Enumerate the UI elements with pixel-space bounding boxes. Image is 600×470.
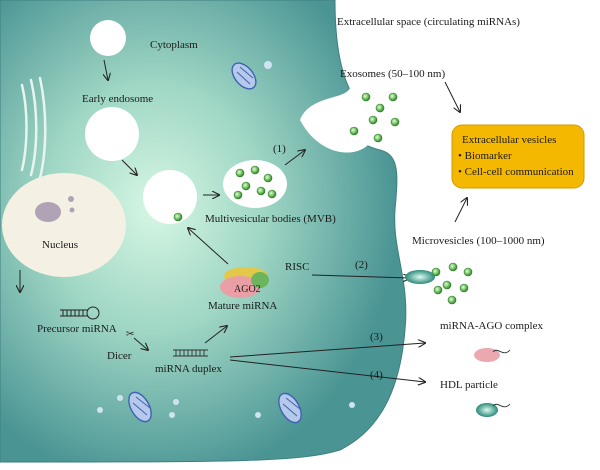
ago2-complex-icon [220, 267, 269, 298]
label-exosomes: Exosomes (50–100 nm) [340, 68, 445, 80]
endocytic-vesicle [90, 20, 126, 56]
vesicle-icon [173, 212, 183, 222]
early-endosome [85, 107, 139, 161]
scissors-icon: ✂ [126, 329, 134, 340]
label-mature: Mature miRNA [208, 300, 277, 312]
label-dicer: Dicer [107, 350, 132, 362]
label-cytoplasm: Cytoplasm [150, 39, 198, 51]
label-ago-complex: miRNA-AGO complex [440, 320, 543, 332]
hdl-particle-icon [476, 403, 511, 417]
microvesicle [405, 270, 435, 284]
label-precursor: Precursor miRNA [37, 323, 117, 335]
label-step4: (4) [370, 369, 383, 381]
golgi-icon [20, 76, 47, 180]
mirna-ago-complex-icon [474, 348, 511, 362]
label-mvb: Multivesicular bodies (MVB) [205, 213, 336, 225]
exosomes-group [349, 92, 400, 143]
mitochondrion-icon-2 [128, 391, 152, 423]
label-risc: RISC [285, 261, 309, 273]
label-step1: (1) [273, 143, 286, 155]
microvesicle-cargo [431, 262, 473, 305]
label-hdl: HDL particle [440, 379, 498, 391]
extracellular-vesicles-box [451, 124, 585, 189]
label-microvesicles: Microvesicles (100–1000 nm) [412, 235, 545, 247]
mvb-vesicles [233, 165, 277, 200]
label-early-endosome: Early endosome [82, 93, 153, 105]
cytoplasm-dots [97, 61, 355, 418]
late-endosome [143, 170, 197, 224]
label-duplex: miRNA duplex [155, 363, 222, 375]
label-extracellular: Extracellular space (circulating miRNAs) [337, 16, 520, 28]
label-nucleus: Nucleus [42, 239, 78, 251]
box-item-biomarker: • Biomarker [458, 150, 512, 162]
box-title: Extracellular vesicles [462, 134, 556, 146]
label-step3: (3) [370, 331, 383, 343]
nucleus [2, 173, 126, 277]
precursor-mirna-icon [60, 306, 100, 320]
nucleolus [35, 202, 61, 222]
exosome-release-pocket [300, 88, 375, 153]
mitochondrion-icon-3 [278, 392, 302, 424]
mitochondrion-icon [231, 62, 257, 90]
label-step2: (2) [355, 259, 368, 271]
label-ago2: AGO2 [234, 284, 261, 295]
box-item-communication: • Cell-cell communication [458, 166, 574, 178]
mirna-duplex-icon [173, 349, 208, 357]
